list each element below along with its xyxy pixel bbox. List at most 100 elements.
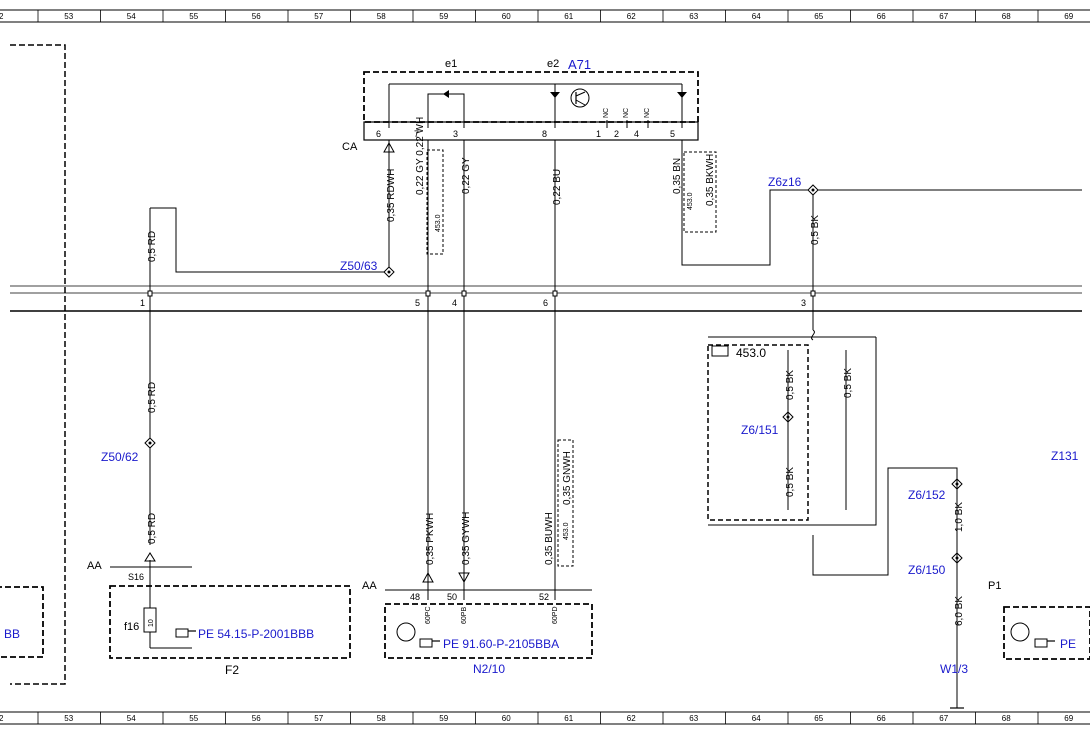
grid-column-label: 59 [439,714,448,723]
sep-pin-5: 5 [415,298,420,308]
f2-label: F2 [225,663,239,677]
grid-column-label: 2 [0,714,4,723]
grid-column-label: 58 [377,714,386,723]
bottom-grid [0,711,1090,725]
wire-label-bk-a: 0,5 BK [785,370,796,400]
wire-label-gy-wh: 0,22 GY 0,22 WH [415,117,426,195]
a71-label[interactable]: A71 [568,57,591,72]
f2-f16-label: f16 [124,621,139,633]
a71-pin-3: 3 [453,129,458,139]
z6-150-label[interactable]: Z6/150 [908,563,946,577]
grid-column-label: 54 [127,714,136,723]
f2-fuse-rating: 10 [148,619,155,627]
n2-10-label[interactable]: N2/10 [473,662,505,676]
p1-label: P1 [988,580,1001,592]
a71-pin-6: 6 [376,129,381,139]
z50-62-label[interactable]: Z50/62 [101,450,139,464]
tag-453-box: 453.0 [736,346,766,360]
n2-10-code-60pb: 60PB [461,607,468,624]
a71-e2-label: e2 [547,58,559,70]
sep-pin-6: 6 [543,298,548,308]
wire-label-bk-1: 1,0 BK [954,502,965,532]
sep-pin-3: 3 [801,298,806,308]
grid-column-label: 54 [127,12,136,21]
f2-aa-label: AA [87,560,102,572]
ca-label: CA [342,141,358,153]
f2-ref-link[interactable]: PE 54.15-P-2001BBB [198,627,314,641]
a71-pin-5: 5 [670,129,675,139]
a71-pin-4: 4 [634,129,639,139]
left-box-ref[interactable]: BB [4,627,20,641]
splice-z50-63 [383,266,395,278]
grid-column-label: 2 [0,12,4,21]
grid-column-label: 60 [502,12,511,21]
wire-label-gnwh: 0,35 GNWH [562,451,573,505]
tag-453-b: 453.0 [687,192,694,210]
a71-pin-1: 1 [596,129,601,139]
n2-10-aa-label: AA [362,580,377,592]
grid-column-label: 69 [1064,714,1073,723]
wire-label-bk-top: 0,5 BK [810,215,821,245]
grid-column-label: 68 [1002,12,1011,21]
z131-label[interactable]: Z131 [1051,449,1079,463]
wire-label-bkwh: 0,35 BKWH [705,154,716,206]
tag-453-c: 453.0 [563,522,570,540]
grid-column-label: 57 [314,12,323,21]
grid-column-label: 64 [752,12,761,21]
wire-label-bk-6: 6,0 BK [954,596,965,626]
hand-pointer-icon [1034,638,1055,648]
grid-column-label: 53 [64,714,73,723]
n2-10-pin-52: 52 [539,592,549,602]
a71-pin-7: 7 [414,129,419,139]
w1-3-label[interactable]: W1/3 [940,662,968,676]
n2-10-code-60pd: 60PD [552,606,559,624]
grid-column-label: 67 [939,714,948,723]
grid-column-label: 61 [564,714,573,723]
splice-z6z16 [807,184,819,196]
wire-label-gy: 0,22 GY [461,157,472,194]
nc-label-1: NC [603,108,610,118]
grid-column-label: 53 [64,12,73,21]
grid-column-label: 69 [1064,12,1073,21]
wire-label-gywh: 0,35 GYWH [461,512,472,565]
grid-column-label: 67 [939,12,948,21]
grid-column-label: 64 [752,714,761,723]
wire-label-rd-top: 0,5 RD [147,231,158,262]
a71-pin-8: 8 [542,129,547,139]
grid-column-label: 65 [814,12,823,21]
p1-ref-link[interactable]: PE [1060,637,1076,651]
wire-label-bn: 0,35 BN [672,158,683,194]
grid-column-label: 63 [689,714,698,723]
wire-label-pkwh: 0,35 PKWH [425,513,436,565]
grid-column-label: 65 [814,714,823,723]
wire-label-bu: 0,22 BU [552,169,563,205]
n2-10-code-60pc: 60PC [425,606,432,624]
tag-453-a: 453.0 [435,214,442,232]
f2-s16-label: S16 [128,572,144,582]
z6-151-label[interactable]: Z6/151 [741,423,779,437]
grid-column-label: 55 [189,714,198,723]
nc-label-2: NC [623,108,630,118]
wire-label-rd-low: 0,5 RD [147,513,158,544]
top-grid [0,9,1090,23]
grid-column-label: 62 [627,714,636,723]
a71-pin-2: 2 [614,129,619,139]
wire-label-bk-b: 0,5 BK [843,368,854,398]
nc-label-3: NC [644,108,651,118]
n2-10-pin-50: 50 [447,592,457,602]
z50-63-label[interactable]: Z50/63 [340,259,378,273]
z6z16-label[interactable]: Z6z16 [768,175,802,189]
wire-label-bk-c: 0,5 BK [785,467,796,497]
grid-column-label: 66 [877,714,886,723]
sep-pin-4: 4 [452,298,457,308]
hand-pointer-icon [175,628,196,638]
grid-column-label: 57 [314,714,323,723]
n2-10-ref-link[interactable]: PE 91.60-P-2105BBA [443,637,559,651]
grid-column-label: 63 [689,12,698,21]
grid-column-label: 60 [502,714,511,723]
sep-pin-1: 1 [140,298,145,308]
grid-column-label: 56 [252,714,261,723]
grid-column-label: 62 [627,12,636,21]
z6-152-label[interactable]: Z6/152 [908,488,946,502]
